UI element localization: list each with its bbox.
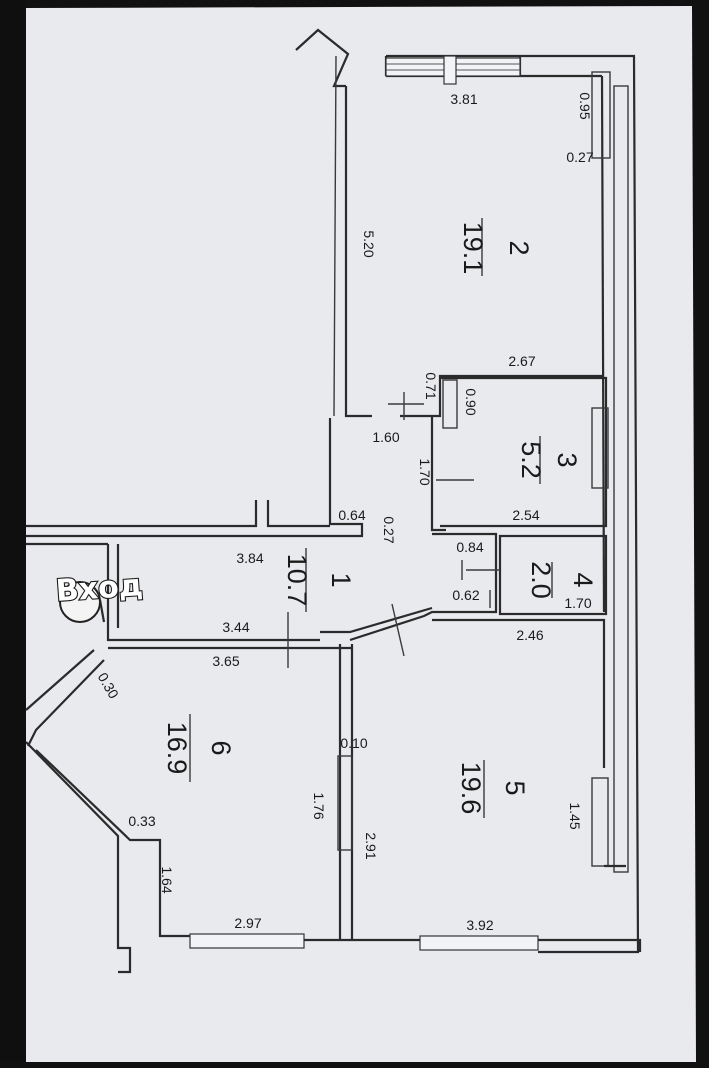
dimension-label: 2.67 — [508, 353, 535, 369]
dimension-label: 2.91 — [363, 832, 379, 859]
hall-walls — [26, 418, 498, 642]
dimension-label: 1.70 — [564, 595, 591, 611]
dimension-label: 0.71 — [423, 372, 439, 399]
room-6-number: 6 — [206, 740, 236, 755]
dimension-label: 0.62 — [452, 587, 479, 603]
room-4-area: 2.0 — [526, 561, 556, 599]
dimension-label: 1.70 — [417, 458, 433, 485]
room-4-walls — [498, 534, 608, 616]
door-marks — [287, 392, 500, 668]
room-1-walls — [26, 542, 433, 642]
dimension-labels: 3.81 0.95 0.27 5.20 2.67 0.71 0.90 1.60 … — [95, 91, 594, 933]
room-1-area: 10.7 — [282, 554, 312, 607]
room-labels: 2 19.1 3 5.2 1 10.7 4 2.0 6 16.9 5 19.6 — [162, 222, 598, 815]
room-5-number: 5 — [500, 780, 530, 795]
dimension-label: 0.95 — [577, 92, 593, 119]
dimension-label: 0.84 — [456, 539, 483, 555]
dimension-label: 3.65 — [212, 653, 239, 669]
room-3-area: 5.2 — [516, 441, 546, 479]
dimension-label: 1.64 — [159, 866, 175, 893]
dimension-label: 3.92 — [466, 917, 493, 933]
room-6-area: 16.9 — [162, 722, 192, 775]
room-2-area: 19.1 — [458, 222, 488, 275]
room-1-number: 1 — [326, 572, 356, 587]
room-2-walls — [333, 55, 611, 429]
dimension-label: 1.60 — [372, 429, 399, 445]
room-2-number: 2 — [504, 240, 534, 255]
dimension-label: 3.81 — [450, 91, 477, 107]
entry-door-icon — [59, 581, 101, 623]
room-5-6-walls — [25, 599, 642, 974]
room-5-area: 19.6 — [456, 762, 486, 815]
dimension-label: 5.20 — [361, 230, 377, 257]
room-label-bars — [189, 218, 553, 818]
dimension-label: 0.27 — [381, 516, 397, 543]
dimension-label: 0.27 — [566, 149, 593, 165]
dimension-label: 0.90 — [463, 388, 479, 415]
room-3-number: 3 — [552, 452, 582, 467]
paper-edge — [0, 0, 26, 1063]
dimension-label: 2.54 — [512, 507, 539, 523]
dimension-label: 0.10 — [340, 735, 367, 751]
dimension-label: 0.64 — [338, 507, 365, 523]
dimension-label: 2.97 — [234, 915, 261, 931]
dimension-label: 3.84 — [236, 550, 263, 566]
balcony-stub — [295, 28, 350, 88]
room-3-walls — [430, 376, 609, 532]
room-4-number: 4 — [568, 572, 598, 587]
dimension-label: 2.46 — [516, 627, 543, 643]
window-top — [385, 55, 521, 85]
dimension-label: 1.45 — [567, 802, 583, 829]
dimension-label: 3.44 — [222, 619, 249, 635]
dimension-label: 0.33 — [128, 813, 155, 829]
dimension-label: 1.76 — [311, 792, 327, 819]
entry-marker: Вход — [54, 567, 145, 623]
entry-label: Вход — [55, 568, 144, 609]
